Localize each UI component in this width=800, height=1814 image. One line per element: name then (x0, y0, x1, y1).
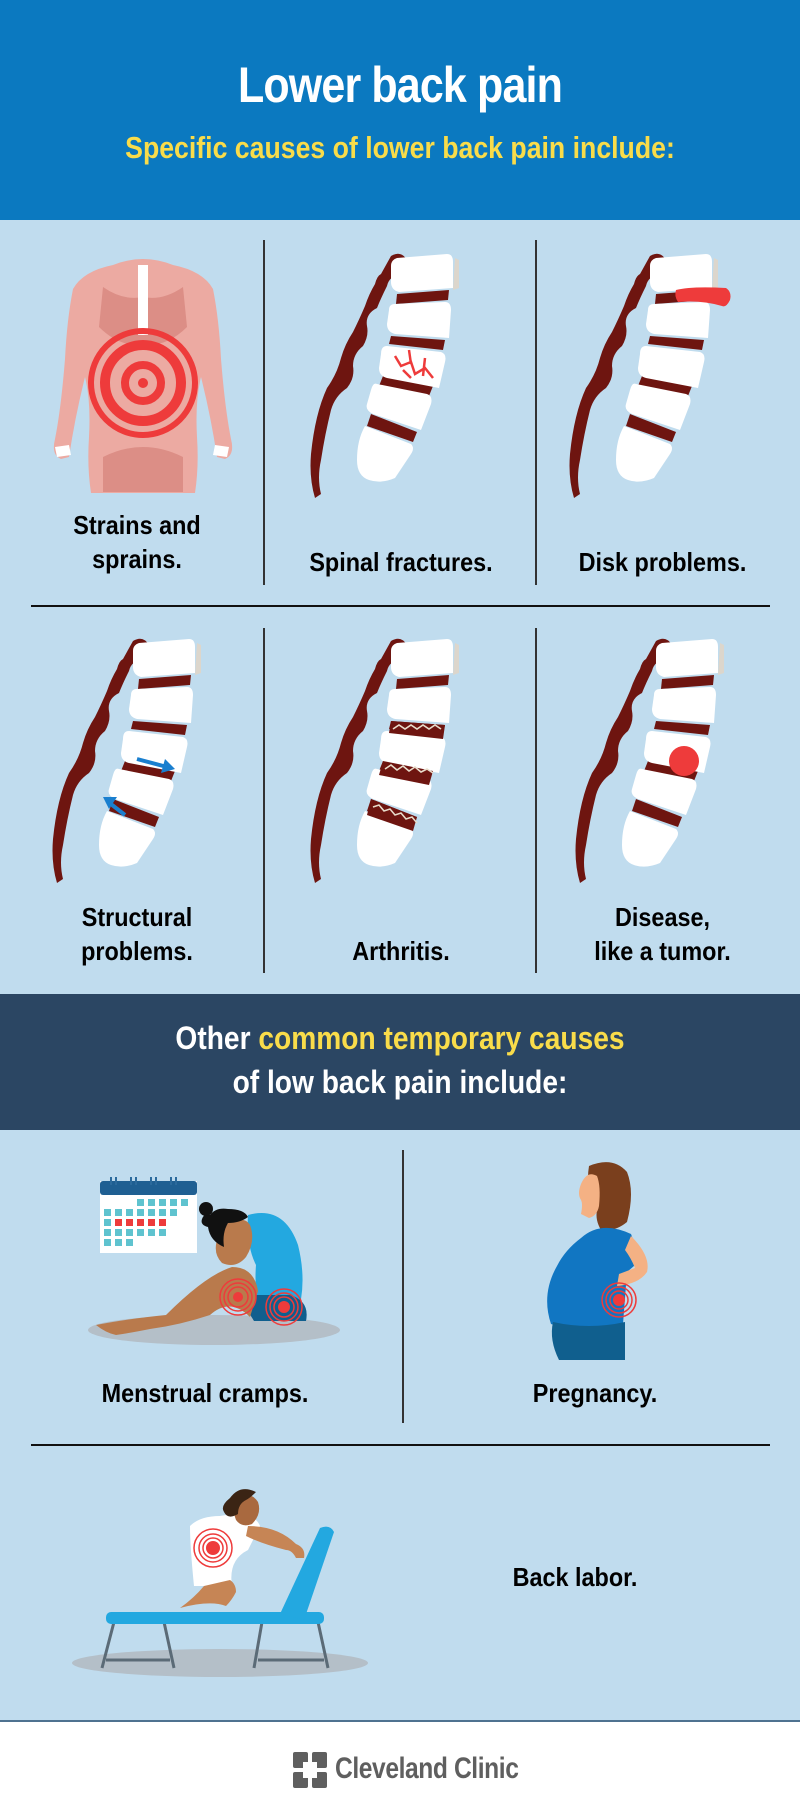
muscular-back-with-pain-target-icon (53, 259, 233, 493)
spine-tumor-icon (575, 638, 724, 883)
column-divider (535, 240, 537, 585)
cause-label-back-labor: Back labor. (512, 1562, 638, 1592)
cause-label-pregnancy: Pregnancy. (532, 1378, 658, 1408)
cause-label-structural: Structural problems. (81, 902, 193, 966)
cause-label-strains: Strains and sprains. (73, 510, 201, 574)
row-divider (31, 1444, 770, 1446)
column-divider (535, 628, 537, 973)
woman-kneeling-on-lounge-chair-icon (72, 1489, 368, 1677)
header-banner: Lower back pain Specific causes of lower… (0, 0, 800, 220)
temporary-causes-banner: Other common temporary causes of low bac… (0, 994, 800, 1130)
banner-highlight: common temporary causes (258, 1020, 625, 1056)
cause-label-arthritis: Arthritis. (352, 936, 450, 966)
pregnant-woman-back-pain-icon (547, 1162, 648, 1360)
woman-with-cramps-and-calendar-icon (88, 1177, 340, 1345)
page-title: Lower back pain (237, 57, 563, 113)
arthritic-spine-icon (310, 638, 459, 883)
banner-line-1: Other common temporary causes (175, 1020, 625, 1056)
page-subtitle: Specific causes of lower back pain inclu… (125, 130, 675, 165)
column-divider (263, 240, 265, 585)
banner-line-2: of low back pain include: (232, 1064, 568, 1100)
fractured-spine-icon (310, 253, 459, 498)
column-divider (263, 628, 265, 973)
herniated-disk-spine-icon (569, 253, 731, 498)
logo-text: Cleveland Clinic (335, 1752, 519, 1785)
column-divider (402, 1150, 404, 1423)
cause-label-fractures: Spinal fractures. (309, 547, 493, 577)
cause-label-disk: Disk problems. (578, 547, 747, 577)
cause-label-menstrual: Menstrual cramps. (101, 1378, 309, 1408)
cleveland-clinic-logo: Cleveland Clinic (293, 1752, 523, 1788)
misaligned-spine-icon (52, 638, 201, 883)
cause-label-tumor: Disease, like a tumor. (594, 902, 731, 966)
row-divider (31, 605, 770, 607)
cleveland-clinic-cross-icon (293, 1752, 327, 1788)
